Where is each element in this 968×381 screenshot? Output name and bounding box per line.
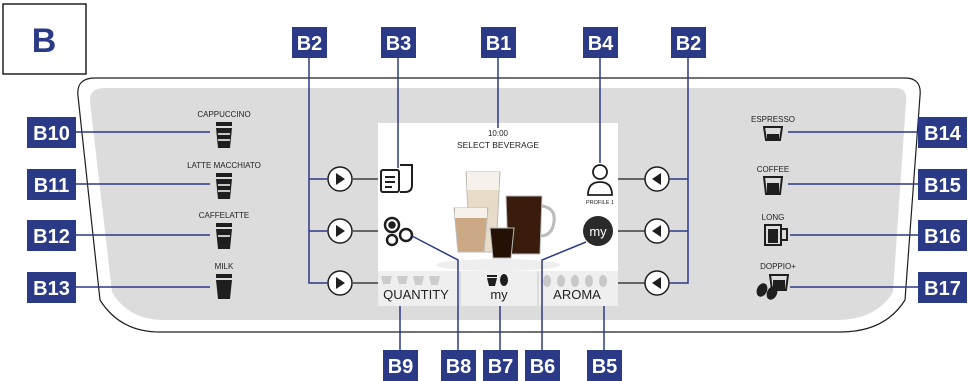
svg-text:B11: B11 <box>34 175 70 197</box>
right-arrow-button-top[interactable] <box>644 166 670 192</box>
svg-text:B16: B16 <box>924 226 961 248</box>
svg-text:B2: B2 <box>676 33 702 55</box>
svg-text:B6: B6 <box>530 356 556 378</box>
left-arrow-button-bottom[interactable] <box>327 270 353 296</box>
left-arrow-button-middle[interactable] <box>327 218 353 244</box>
callout-b2-left: B2 <box>292 27 327 58</box>
my-label[interactable]: my <box>490 287 508 302</box>
cappuccino-label: CAPPUCCINO <box>197 110 250 119</box>
svg-text:B5: B5 <box>592 356 618 378</box>
callout-b13: B13 <box>27 272 76 303</box>
svg-text:B3: B3 <box>386 33 412 55</box>
latte-macchiato-label: LATTE MACCHIATO <box>187 161 261 170</box>
callout-b2-right: B2 <box>671 27 706 58</box>
beverage-menu-icon[interactable] <box>380 164 413 193</box>
svg-text:B13: B13 <box>33 278 70 300</box>
callout-b16: B16 <box>918 220 967 251</box>
panel-outline <box>77 77 921 333</box>
svg-text:B4: B4 <box>588 33 614 55</box>
callout-b8: B8 <box>441 350 476 381</box>
svg-text:B10: B10 <box>33 123 70 145</box>
coffee-button[interactable]: COFFEE <box>757 165 789 195</box>
svg-text:B14: B14 <box>924 123 962 145</box>
callout-b11: B11 <box>27 169 76 200</box>
svg-text:B8: B8 <box>446 356 472 378</box>
milk-button[interactable]: MILK <box>215 262 234 299</box>
my-button-label: my <box>589 224 607 239</box>
section-label-box <box>2 3 87 75</box>
screen-time: 10:00 <box>488 129 509 138</box>
long-label: LONG <box>762 213 785 222</box>
leader-lines <box>76 58 918 350</box>
aroma-label[interactable]: AROMA <box>553 287 601 302</box>
profile-icon[interactable] <box>587 164 613 196</box>
callout-b1: B1 <box>481 27 516 58</box>
callout-b10: B10 <box>27 117 76 148</box>
svg-text:B7: B7 <box>488 356 514 378</box>
espresso-label: ESPRESSO <box>751 115 795 124</box>
svg-text:B1: B1 <box>486 33 512 55</box>
callout-b3: B3 <box>381 27 416 58</box>
callout-b5: B5 <box>587 350 622 381</box>
my-profile-beverage-icon <box>487 274 508 286</box>
caffelatte-label: CAFFELATTE <box>199 211 250 220</box>
my-button[interactable]: my <box>583 216 613 246</box>
left-arrow-button-top[interactable] <box>327 166 353 192</box>
callout-b6: B6 <box>525 350 560 381</box>
latte-macchiato-button[interactable]: LATTE MACCHIATO <box>187 161 261 199</box>
right-arrow-button-middle[interactable] <box>644 218 670 244</box>
long-button[interactable]: LONG <box>762 213 788 246</box>
screen-profile-label: PROFILE 1 <box>586 200 614 206</box>
svg-text:B2: B2 <box>297 33 323 55</box>
callout-b9: B9 <box>383 350 418 381</box>
svg-text:B12: B12 <box>33 226 70 248</box>
coffee-label: COFFEE <box>757 165 789 174</box>
callout-b4: B4 <box>583 27 618 58</box>
callout-b17: B17 <box>918 272 967 303</box>
screen-prompt: SELECT BEVERAGE <box>457 140 539 150</box>
doppio-plus-button[interactable]: DOPPIO+ <box>755 262 797 301</box>
callout-b12: B12 <box>27 220 76 251</box>
section-label: B <box>32 22 57 60</box>
aroma-level-icons <box>543 275 607 287</box>
svg-text:B9: B9 <box>388 356 414 378</box>
callout-b7: B7 <box>483 350 518 381</box>
callout-b15: B15 <box>918 169 967 200</box>
svg-text:B17: B17 <box>924 278 961 300</box>
espresso-button[interactable]: ESPRESSO <box>751 115 795 141</box>
cappuccino-button[interactable]: CAPPUCCINO <box>197 110 251 148</box>
svg-text:B15: B15 <box>924 175 961 197</box>
beverage-photo <box>436 171 560 271</box>
doppio-plus-label: DOPPIO+ <box>760 262 796 271</box>
quantity-label[interactable]: QUANTITY <box>383 287 449 302</box>
quantity-level-icons <box>381 276 440 285</box>
settings-gear-icon[interactable] <box>383 216 414 247</box>
caffelatte-button[interactable]: CAFFELATTE <box>199 211 250 249</box>
callout-b14: B14 <box>918 117 967 148</box>
right-arrow-button-bottom[interactable] <box>644 270 670 296</box>
milk-label: MILK <box>215 262 234 271</box>
